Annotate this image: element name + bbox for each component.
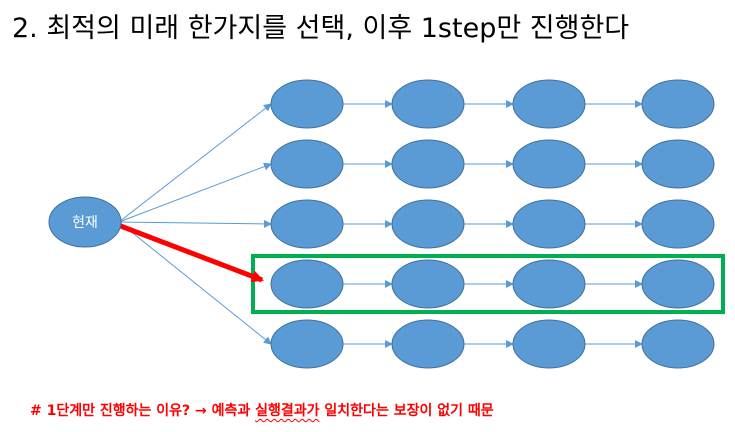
edge-start-to-row-1	[118, 103, 272, 223]
footnote-suffix: 일치한다는 보장이 없기 때문	[319, 403, 494, 419]
selected-move-arrow	[117, 222, 264, 283]
edge-start-to-row-3	[118, 219, 272, 228]
future-state-node-r5-c3	[512, 319, 586, 369]
future-state-node-r2-c1	[270, 139, 344, 189]
future-state-node-r4-c4	[641, 259, 715, 309]
future-state-node-r3-c4	[641, 199, 715, 249]
current-state-node: 현재	[48, 196, 122, 248]
future-state-node-r4-c3	[512, 259, 586, 309]
future-state-node-r3-c1	[270, 199, 344, 249]
selected-path-highlight-box	[251, 254, 725, 314]
footnote-reason: # 1단계만 진행하는 이유? → 예측과 실행결과가 일치한다는 보장이 없기…	[30, 400, 494, 420]
edge-start-to-row-5	[118, 221, 272, 345]
future-state-node-r2-c4	[641, 139, 715, 189]
future-state-node-r3-c2	[391, 199, 465, 249]
footnote-underlined-word: 실행결과가	[255, 403, 320, 419]
future-state-node-r1-c1	[270, 79, 344, 129]
slide-title: 2. 최적의 미래 한가지를 선택, 이후 1step만 진행한다	[12, 13, 630, 44]
future-state-node-r5-c2	[391, 319, 465, 369]
future-state-node-r4-c2	[391, 259, 465, 309]
future-state-node-r5-c1	[270, 319, 344, 369]
future-state-node-r4-c1	[270, 259, 344, 309]
current-state-ellipse	[48, 196, 122, 248]
future-state-node-r5-c4	[641, 319, 715, 369]
nodes-layer	[270, 79, 715, 369]
edges-layer	[118, 100, 643, 348]
future-state-node-r1-c4	[641, 79, 715, 129]
future-state-node-r2-c2	[391, 139, 465, 189]
edge-start-to-row-2	[118, 162, 272, 223]
future-state-node-r3-c3	[512, 199, 586, 249]
future-state-node-r1-c2	[391, 79, 465, 129]
future-state-node-r1-c3	[512, 79, 586, 129]
future-state-node-r2-c3	[512, 139, 586, 189]
footnote-prefix: # 1단계만 진행하는 이유? → 예측과	[30, 403, 256, 419]
current-state-label: 현재	[72, 215, 98, 231]
